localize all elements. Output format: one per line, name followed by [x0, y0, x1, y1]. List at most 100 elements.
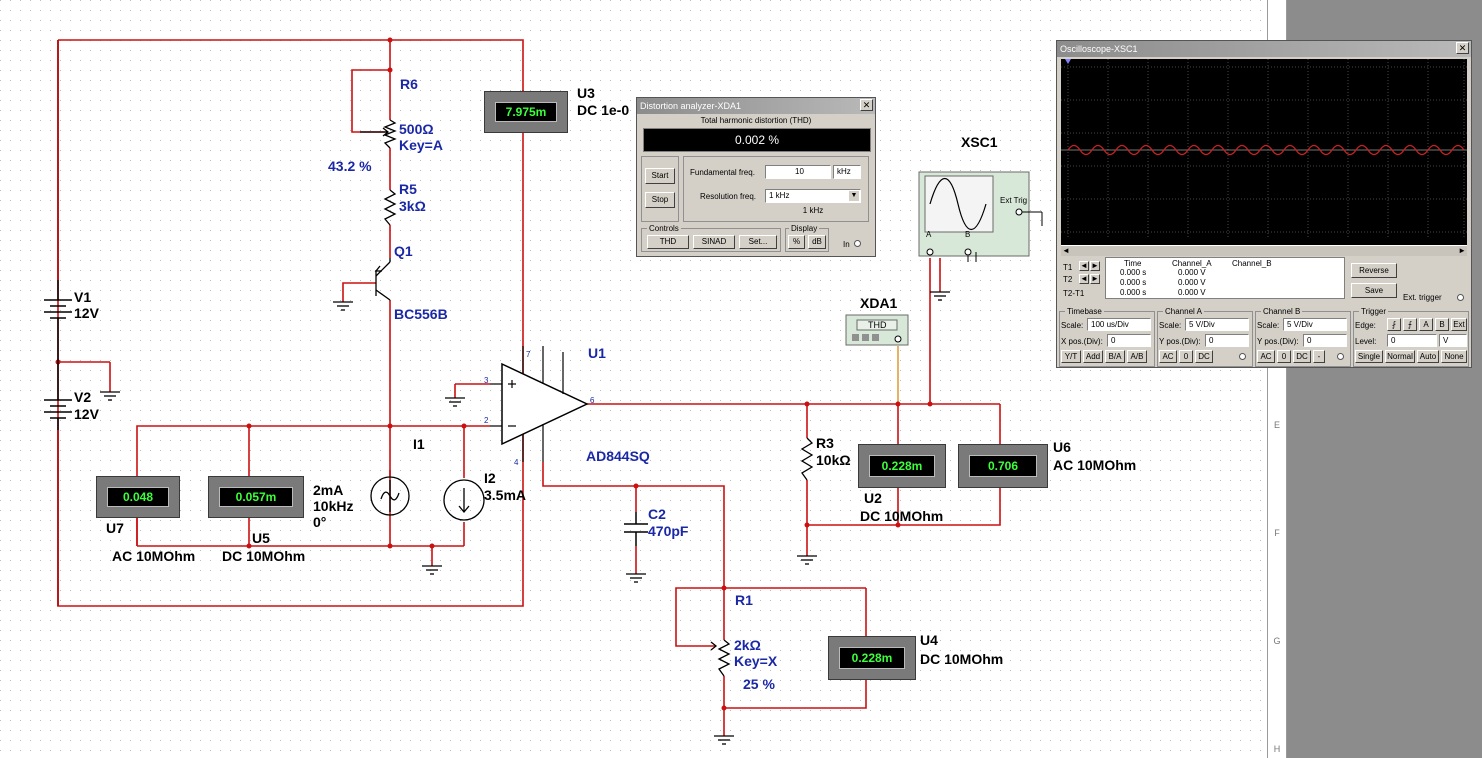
- close-icon[interactable]: ✕: [860, 99, 873, 111]
- u1-pin-6: 6: [590, 396, 595, 405]
- falling-edge-icon[interactable]: ⨍: [1403, 318, 1417, 331]
- r3-value: 10kΩ: [816, 452, 851, 468]
- channel-a-ypos-input[interactable]: 0: [1205, 334, 1249, 347]
- channel-a-dc-button[interactable]: DC: [1195, 350, 1213, 363]
- opamp-u1-symbol[interactable]: [490, 346, 589, 462]
- stop-button[interactable]: Stop: [645, 192, 675, 208]
- capacitor-c2-symbol[interactable]: [624, 512, 648, 546]
- ammeter-u7[interactable]: 0.048: [96, 476, 180, 518]
- none-button[interactable]: None: [1441, 350, 1467, 363]
- scroll-right-icon[interactable]: ►: [1458, 246, 1466, 255]
- channel-b-ypos-label: Y pos.(Div):: [1257, 337, 1299, 346]
- edge-ext-button[interactable]: Ext: [1451, 318, 1467, 331]
- dc-current-source-i2-symbol[interactable]: [443, 479, 485, 521]
- col-channel-a-header: Channel_A: [1172, 259, 1212, 268]
- sinad-button[interactable]: SINAD: [693, 235, 735, 249]
- save-button[interactable]: Save: [1351, 283, 1397, 298]
- channel-b-ypos-input[interactable]: 0: [1303, 334, 1347, 347]
- scroll-left-icon[interactable]: ◄: [1062, 246, 1070, 255]
- c2-value: 470pF: [648, 523, 689, 539]
- channel-b-minus-button[interactable]: -: [1313, 350, 1325, 363]
- chevron-down-icon[interactable]: ▼: [849, 191, 859, 201]
- distortion-analyzer-window[interactable]: Distortion analyzer-XDA1 ✕ Total harmoni…: [636, 97, 876, 257]
- add-button[interactable]: Add: [1083, 350, 1103, 363]
- thd-button[interactable]: THD: [647, 235, 689, 249]
- potentiometer-r6-symbol[interactable]: [360, 119, 397, 149]
- resistor-r5-symbol[interactable]: [383, 189, 397, 226]
- i1-name: I1: [413, 436, 425, 452]
- channel-a-scale-input[interactable]: 5 V/Div: [1185, 318, 1249, 331]
- u7-reading: 0.048: [122, 490, 154, 504]
- distortion-analyzer-title: Distortion analyzer-XDA1: [640, 101, 742, 111]
- close-icon[interactable]: ✕: [1456, 42, 1469, 54]
- t2-right-icon[interactable]: ►: [1090, 274, 1100, 284]
- channel-a-ypos-label: Y pos.(Div):: [1159, 337, 1201, 346]
- start-button[interactable]: Start: [645, 168, 675, 184]
- percent-button[interactable]: %: [788, 235, 805, 249]
- db-button[interactable]: dB: [808, 235, 826, 249]
- distortion-analyzer-xda1-instrument[interactable]: [845, 314, 909, 346]
- distortion-analyzer-titlebar[interactable]: Distortion analyzer-XDA1 ✕: [637, 98, 875, 114]
- r6-percent: 43.2 %: [328, 158, 372, 174]
- fundamental-freq-label: Fundamental freq.: [690, 168, 755, 177]
- junctions: [55, 37, 933, 711]
- u4-mode: DC 10MOhm: [920, 651, 1004, 667]
- transistor-q1-symbol[interactable]: [374, 258, 391, 301]
- voltmeter-u4[interactable]: 0.228m: [828, 636, 916, 680]
- channel-a-radio[interactable]: [1239, 353, 1246, 360]
- cursor-t1-marker[interactable]: [1065, 59, 1071, 64]
- fundamental-freq-unit[interactable]: kHz: [833, 165, 861, 179]
- ammeter-u5[interactable]: 0.057m: [208, 476, 304, 518]
- t1-right-icon[interactable]: ►: [1090, 261, 1100, 271]
- oscilloscope-screen[interactable]: [1061, 59, 1467, 245]
- oscilloscope-trace-area: [1061, 59, 1467, 239]
- r6-name: R6: [400, 76, 418, 92]
- channel-b-ac-button[interactable]: AC: [1257, 350, 1275, 363]
- ab-button[interactable]: A/B: [1127, 350, 1147, 363]
- v2-value: 12V: [74, 406, 99, 422]
- auto-button[interactable]: Auto: [1417, 350, 1439, 363]
- edge-a-button[interactable]: A: [1419, 318, 1433, 331]
- in-radio[interactable]: [854, 240, 861, 247]
- voltmeter-u3[interactable]: 7.975m: [484, 91, 568, 133]
- t2-left-icon[interactable]: ◄: [1079, 274, 1089, 284]
- channel-b-scale-input[interactable]: 5 V/Div: [1283, 318, 1347, 331]
- fundamental-freq-input[interactable]: 10: [765, 165, 831, 179]
- voltmeter-u2[interactable]: 0.228m: [858, 444, 946, 488]
- single-button[interactable]: Single: [1355, 350, 1383, 363]
- yt-button[interactable]: Y/T: [1061, 350, 1081, 363]
- set-button[interactable]: Set...: [739, 235, 777, 249]
- oscilloscope-window[interactable]: Oscilloscope-XSC1 ✕ ◄ ► T1 T2 T2-T1 ◄ ► …: [1056, 40, 1472, 368]
- t2-time: 0.000 s: [1120, 278, 1147, 287]
- edge-b-button[interactable]: B: [1435, 318, 1449, 331]
- channel-b-radio[interactable]: [1337, 353, 1344, 360]
- v1-value: 12V: [74, 305, 99, 321]
- rising-edge-icon[interactable]: ⨏: [1387, 318, 1401, 331]
- voltmeter-u6[interactable]: 0.706: [958, 444, 1048, 488]
- ac-current-source-i1-symbol[interactable]: [370, 476, 410, 516]
- ext-trigger-radio[interactable]: [1457, 294, 1464, 301]
- oscilloscope-xsc1-instrument[interactable]: [918, 171, 1043, 262]
- channel-a-ac-button[interactable]: AC: [1159, 350, 1177, 363]
- channel-a-scale-label: Scale:: [1159, 321, 1182, 330]
- reverse-button[interactable]: Reverse: [1351, 263, 1397, 278]
- level-input[interactable]: 0: [1387, 334, 1437, 347]
- ba-button[interactable]: B/A: [1105, 350, 1125, 363]
- channel-b-dc-button[interactable]: DC: [1293, 350, 1311, 363]
- level-unit[interactable]: V: [1439, 334, 1467, 347]
- t2t1-channel-a: 0.000 V: [1178, 288, 1206, 297]
- normal-button[interactable]: Normal: [1385, 350, 1415, 363]
- oscilloscope-scrollbar[interactable]: ◄ ►: [1061, 245, 1467, 256]
- oscilloscope-titlebar[interactable]: Oscilloscope-XSC1 ✕: [1057, 41, 1471, 57]
- potentiometer-r1-symbol[interactable]: [710, 639, 731, 677]
- resistor-r3-symbol[interactable]: [800, 437, 814, 481]
- x-position-input[interactable]: 0: [1107, 334, 1151, 347]
- u1-name: U1: [588, 345, 606, 361]
- timebase-scale-input[interactable]: 100 us/Div: [1087, 318, 1151, 331]
- channel-a-zero-button[interactable]: 0: [1179, 350, 1193, 363]
- resolution-freq-select[interactable]: 1 kHz ▼: [765, 189, 861, 203]
- r1-name: R1: [735, 592, 753, 608]
- t1-left-icon[interactable]: ◄: [1079, 261, 1089, 271]
- channel-b-zero-button[interactable]: 0: [1277, 350, 1291, 363]
